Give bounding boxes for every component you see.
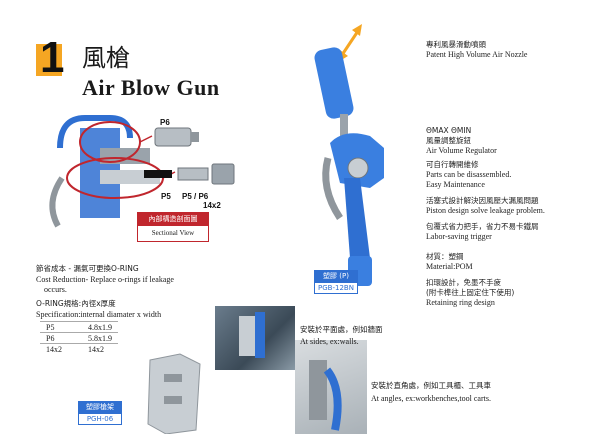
oring-label-14x2: 14x2 bbox=[203, 201, 221, 210]
mounting-photo-corner bbox=[295, 340, 367, 434]
oring-label-p6: P6 bbox=[160, 118, 170, 127]
feature-disassembly: 可自行轉開維修 Parts can be disassembled. Easy … bbox=[426, 160, 512, 189]
bullet-cost-en: Cost Reduction- Replace o-rings if leaka… bbox=[36, 275, 174, 284]
model-tag-gun: 塑膠 (P) PGB-12BN bbox=[314, 270, 358, 294]
page-title-en: Air Blow Gun bbox=[82, 75, 220, 100]
mount-wall-en: At sides, ex:walls. bbox=[300, 337, 359, 346]
bullet-cost-cn: 節省成本 - 漏氣可更換O-RING bbox=[36, 264, 139, 273]
oring-label-p5p6: P5 / P6 bbox=[182, 192, 209, 201]
mounting-photo-wall bbox=[215, 306, 295, 370]
sectional-view-tag-en: Sectional View bbox=[151, 229, 195, 237]
feature-trigger: 包覆式省力把手，省力不易卡鐵屑 Labor-saving trigger bbox=[426, 222, 539, 241]
feature-piston: 活塞式設計解決因風壓大漏風問題 Piston design solve leak… bbox=[426, 196, 545, 215]
section-number: 1 bbox=[40, 33, 65, 82]
gun-holder-illustration bbox=[147, 353, 201, 434]
feature-regulator: ΘMAX ΘMIN 風量調整旋鈕 Air Volume Regulator bbox=[426, 126, 497, 155]
feature-material: 材質：塑鋼 Material:POM bbox=[426, 252, 473, 271]
bullet-cost-en-2: occurs. bbox=[44, 285, 67, 294]
mount-wall-cn: 安裝於平面處，例如牆面 bbox=[300, 325, 383, 334]
air-blow-gun-illustration bbox=[314, 24, 384, 286]
mount-corner-en: At angles, ex:workbenches,tool carts. bbox=[371, 394, 491, 403]
sectional-view-illustration bbox=[49, 115, 235, 228]
model-tag-holder: 塑膠槍架 PGH-06 bbox=[78, 401, 122, 425]
feature-retaining-ring: 扣環設計，免墨不手疲 (附卡榫往上固定住下使用) Retaining ring … bbox=[426, 278, 515, 307]
title-accent-square bbox=[36, 44, 62, 76]
mount-corner-cn: 安裝於直角處，例如工具櫃、工具車 bbox=[371, 381, 491, 390]
bullet-spec-en: Specification:internal diamater x width bbox=[36, 310, 162, 319]
bullet-spec-cn: O-RING規格:內徑x厚度 bbox=[36, 299, 116, 308]
feature-nozzle: 專利風暴滑動噴頭 Patent High Volume Air Nozzle bbox=[426, 40, 528, 59]
sectional-view-tag-cn: 內部構造剖面圖 bbox=[138, 213, 208, 226]
oring-label-p5: P5 bbox=[161, 192, 171, 201]
page-title-cn: 風槍 bbox=[82, 44, 130, 72]
sectional-view-tag: 內部構造剖面圖 Sectional View bbox=[137, 212, 209, 242]
